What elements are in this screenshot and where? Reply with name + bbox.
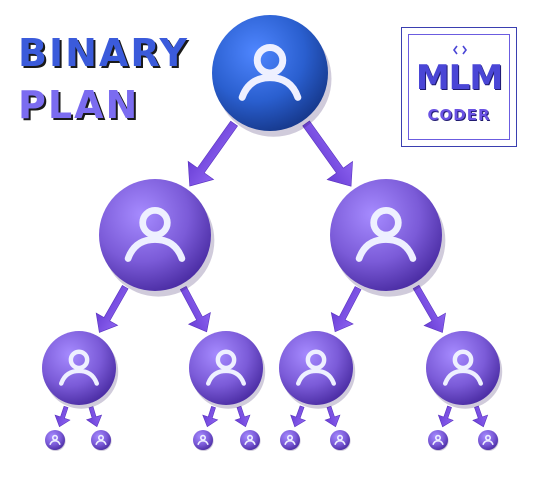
arrow-down-icon: [472, 405, 489, 428]
node-RLL: [280, 430, 301, 451]
arrow-down-icon: [95, 285, 129, 333]
node-L: [99, 179, 215, 297]
user-icon: [238, 44, 302, 101]
arrow-down-icon: [330, 286, 362, 333]
arrow-down-icon: [290, 405, 307, 428]
user-icon: [334, 434, 346, 445]
user-icon: [284, 434, 296, 445]
arrow-down-icon: [324, 405, 341, 428]
arrow-down-icon: [302, 120, 353, 187]
node-LRL: [193, 430, 214, 451]
user-icon: [244, 434, 256, 445]
node-LL: [42, 331, 119, 409]
node-RL: [279, 331, 356, 409]
mlm-coder-logo: MLM CODER: [401, 27, 517, 147]
user-icon: [59, 349, 99, 386]
node-LRR: [240, 430, 261, 451]
code-bracket-icon: [453, 45, 467, 55]
node-LR: [189, 331, 266, 409]
node-LLL: [45, 430, 66, 451]
node-LLR: [91, 430, 112, 451]
user-icon: [95, 434, 107, 445]
user-icon: [432, 434, 444, 445]
root-node: [212, 15, 332, 137]
arrow-down-icon: [202, 406, 219, 428]
arrow-down-icon: [85, 406, 103, 428]
arrow-down-icon: [412, 284, 446, 333]
arrow-down-icon: [234, 405, 251, 428]
user-icon: [443, 349, 483, 386]
node-RRR: [478, 430, 499, 451]
node-RRL: [428, 430, 449, 451]
arrow-down-icon: [437, 405, 454, 428]
logo-main-text: MLM: [415, 58, 503, 98]
arrow-down-icon: [179, 285, 211, 333]
user-icon: [124, 206, 186, 262]
user-icon: [49, 434, 61, 445]
logo-sub-text: CODER: [427, 106, 491, 124]
title-plan: PLAN: [18, 83, 140, 127]
user-icon: [482, 434, 494, 445]
user-icon: [355, 206, 417, 262]
title-binary: BINARY: [18, 31, 190, 75]
logo-frame: [408, 34, 510, 140]
node-RR: [426, 331, 503, 409]
user-icon: [296, 349, 336, 386]
arrow-down-icon: [54, 405, 71, 428]
node-R: [330, 179, 446, 297]
user-icon: [197, 434, 209, 445]
node-RLR: [330, 430, 351, 451]
arrow-down-icon: [187, 120, 238, 187]
user-icon: [206, 349, 246, 386]
